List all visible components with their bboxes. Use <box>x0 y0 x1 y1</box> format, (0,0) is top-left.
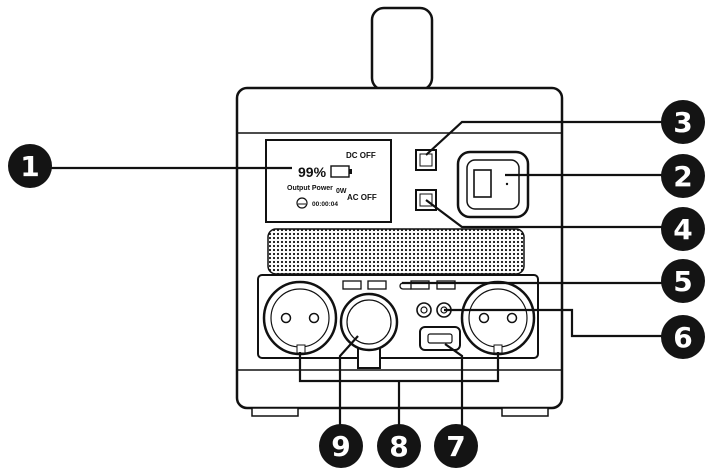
vent-grille <box>267 228 525 275</box>
lcd-output-value: 0W <box>336 188 347 195</box>
callout-8: 8 <box>377 424 421 468</box>
callout-4: 4 <box>661 207 705 251</box>
lcd-battery-percent: 99% <box>298 164 327 180</box>
carry-handle <box>370 6 434 92</box>
callout-1: 1 <box>8 144 52 188</box>
dc-button[interactable] <box>415 149 437 171</box>
svg-text:1: 1 <box>20 150 39 183</box>
svg-text:8: 8 <box>389 430 408 463</box>
car-port[interactable] <box>339 292 399 369</box>
svg-text:4: 4 <box>673 213 692 246</box>
svg-text:7: 7 <box>446 430 465 463</box>
leader-6 <box>444 308 664 338</box>
leader-7 <box>444 343 464 426</box>
battery-icon <box>330 165 352 178</box>
lcd-display: 99% DC OFF Output Power 0W AC OFF 00:00:… <box>265 139 392 223</box>
svg-text:5: 5 <box>673 265 692 298</box>
svg-text:3: 3 <box>673 106 692 139</box>
lcd-output-label: Output Power <box>287 185 333 192</box>
callout-3: 3 <box>661 100 705 144</box>
usb-ports[interactable] <box>342 280 456 290</box>
callout-5: 5 <box>661 259 705 303</box>
leader-9 <box>338 335 359 425</box>
leader-4 <box>425 199 664 229</box>
timer-icon <box>296 197 308 209</box>
lcd-dc-status: DC OFF <box>346 151 376 160</box>
ac-outlet-right[interactable] <box>460 280 536 356</box>
ac-outlet-left[interactable] <box>262 280 338 356</box>
callout-6: 6 <box>661 315 705 359</box>
callout-9: 9 <box>319 424 363 468</box>
svg-text:2: 2 <box>673 160 692 193</box>
input-port[interactable] <box>419 326 461 351</box>
lcd-timer: 00:00:04 <box>312 201 338 208</box>
main-power-switch[interactable] <box>456 150 530 219</box>
svg-text:6: 6 <box>673 321 692 354</box>
svg-text:9: 9 <box>331 430 350 463</box>
callout-2: 2 <box>661 154 705 198</box>
leader-lines <box>44 120 664 426</box>
leader-3 <box>425 120 664 156</box>
callout-7: 7 <box>434 424 478 468</box>
lcd-ac-status: AC OFF <box>347 193 377 202</box>
